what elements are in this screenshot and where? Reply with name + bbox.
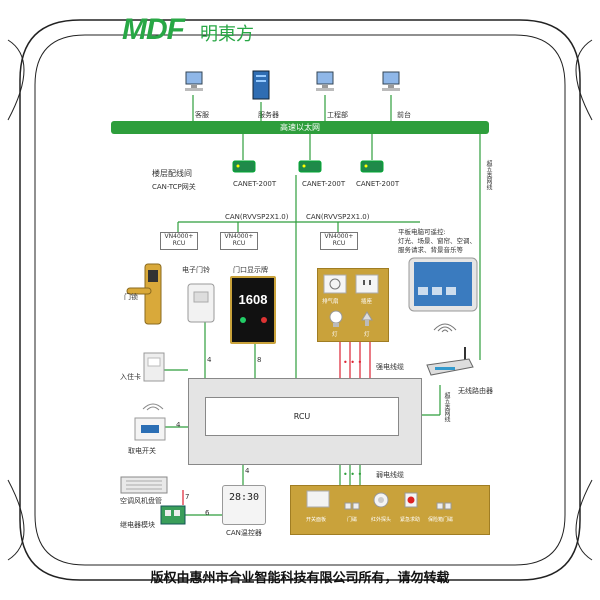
brand-logo: MDF <box>122 13 185 46</box>
computer-icon <box>380 70 402 92</box>
rcu-model: VN4000+ <box>324 233 354 240</box>
wire-count: 4 <box>245 467 250 475</box>
emergency-button-icon <box>404 492 418 508</box>
rcu-text: RCU <box>232 240 246 247</box>
gateway-label: CAN-TCP网关 <box>152 183 196 191</box>
floor-rcu-box: VN4000+ RCU <box>220 232 258 250</box>
infrared-sensor-icon <box>373 492 389 508</box>
power-switch-icon <box>134 417 166 441</box>
socket-icon <box>355 274 379 294</box>
door-sensor-icon <box>344 496 360 510</box>
rcu-text: RCU <box>332 240 346 247</box>
panel-item-label: 保险箱门磁 <box>428 517 454 523</box>
door-display-panel: 1608 <box>230 276 276 344</box>
canet-label: CANET-200T <box>356 180 400 188</box>
card-reader-icon <box>143 352 165 382</box>
canet-label: CANET-200T <box>233 180 277 188</box>
ethernet-bus: 高速以太网 <box>111 121 489 134</box>
canet-gateway-icon <box>360 158 384 174</box>
panel-item-label: 紧急求助 <box>400 517 421 523</box>
panel-item-label: 红外探头 <box>371 517 392 523</box>
tablet-description: 平板电脑可遥控: 灯光、场景、窗帘、空调、 服务请求、背景音乐等 <box>398 228 476 254</box>
panel-item-label: 门磁 <box>347 517 358 523</box>
rcu-text: RCU <box>172 240 186 247</box>
can-bus-label: CAN(RVVSP2X1.0) <box>225 213 289 221</box>
power-switch-label: 取电开关 <box>128 447 156 455</box>
wifi-icon <box>430 316 460 334</box>
thermostat-label: CAN温控器 <box>226 529 262 537</box>
wifi-icon <box>140 396 166 411</box>
wire-count: 4 <box>176 421 181 429</box>
copyright-notice: 版权由惠州市合业智能科技有限公司所有，请勿转载 <box>150 571 450 586</box>
floor-rcu-box: VN4000+ RCU <box>160 232 198 250</box>
door-lock-icon <box>125 262 167 330</box>
ellipsis-dots: • • • <box>343 470 363 479</box>
brand-name-cn: 明東方 <box>200 24 254 45</box>
wire-count: 7 <box>185 493 190 501</box>
fan-coil-icon <box>120 476 168 494</box>
router-label: 无线路由器 <box>458 387 493 395</box>
indicator-icon <box>239 317 246 323</box>
can-bus-label: CAN(RVVSP2X1.0) <box>306 213 370 221</box>
cable-label: 弱电线缆 <box>376 471 404 479</box>
panel-item-label: 灯 <box>332 332 338 338</box>
computer-label: 客服 <box>195 111 209 119</box>
panel-item-label: 开关面板 <box>306 517 327 523</box>
safe-sensor-icon <box>436 496 452 510</box>
server-icon <box>250 70 272 100</box>
computer-icon <box>183 70 205 92</box>
room-number: 1608 <box>238 292 268 307</box>
rcu-model: VN4000+ <box>224 233 254 240</box>
doorbell-icon <box>186 282 216 324</box>
floor-rcu-box: VN4000+ RCU <box>320 232 358 250</box>
computer-label: 前台 <box>397 111 411 119</box>
doorbell-label: 电子门铃 <box>182 266 210 274</box>
exhaust-fan-icon <box>323 274 347 294</box>
thermostat-panel: 28:30 <box>222 485 266 525</box>
wireless-router-icon <box>425 345 475 377</box>
relay-label: 继电器模块 <box>120 521 155 529</box>
panel-item-label: 插座 <box>361 299 373 305</box>
computer-label: 服务器 <box>258 111 279 119</box>
computer-label: 工程部 <box>327 111 348 119</box>
switch-panel-icon <box>306 490 330 508</box>
tablet-icon <box>408 257 478 312</box>
floor-label: 楼层配线间 <box>152 169 192 178</box>
wire-count: 8 <box>257 356 262 364</box>
computer-icon <box>314 70 336 92</box>
wire-count: 6 <box>205 509 210 517</box>
relay-module-icon <box>160 505 186 525</box>
canet-label: CANET-200T <box>302 180 346 188</box>
ellipsis-dots: • • • <box>343 358 363 367</box>
ethernet-cable-label: 超五类网线 <box>485 160 492 190</box>
canet-gateway-icon <box>298 158 322 174</box>
indicator-icon <box>260 317 267 323</box>
rcu-main-unit: RCU <box>205 397 399 436</box>
door-lock-label: 门锁 <box>124 293 138 301</box>
door-display-label: 门口显示牌 <box>233 266 268 274</box>
display-indicators <box>232 317 274 323</box>
canet-gateway-icon <box>232 158 256 174</box>
thermostat-reading: 28:30 <box>228 492 260 503</box>
ethernet-cable-label: 超五类网线 <box>443 392 450 422</box>
rcu-model: VN4000+ <box>164 233 194 240</box>
light-bulb-icon <box>329 310 343 328</box>
card-label: 入住卡 <box>120 373 141 381</box>
panel-item-label: 灯 <box>364 332 370 338</box>
panel-item-label: 排气扇 <box>322 299 339 305</box>
wire-count: 4 <box>207 356 212 364</box>
light-bulb-icon <box>360 310 374 328</box>
cable-label: 强电线缆 <box>376 363 404 371</box>
fan-coil-label: 空调风机盘管 <box>120 497 162 505</box>
